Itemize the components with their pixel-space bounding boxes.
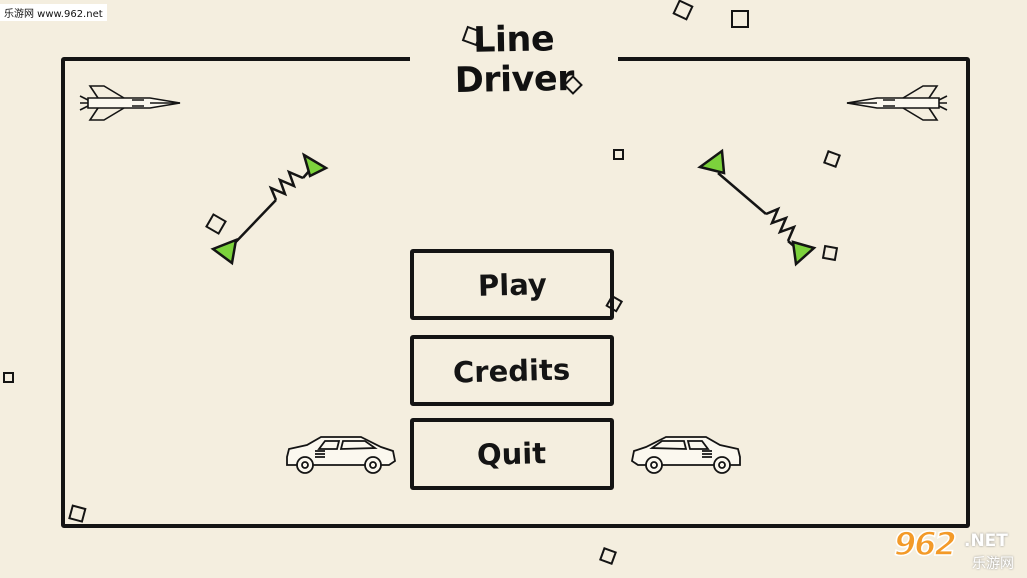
quit-button-label: Quit bbox=[477, 436, 547, 472]
spring-launcher-icon bbox=[697, 148, 817, 267]
square-particle-icon bbox=[731, 10, 749, 28]
watermark-logo-number: 962 bbox=[893, 524, 957, 564]
credits-button-label: Credits bbox=[453, 351, 571, 390]
credits-button[interactable]: Credits bbox=[410, 335, 614, 406]
play-button-label: Play bbox=[477, 266, 547, 303]
square-particle-icon bbox=[672, 0, 694, 21]
square-particle-icon bbox=[821, 244, 839, 262]
square-particles bbox=[3, 0, 841, 565]
square-particle-icon bbox=[613, 149, 624, 160]
square-particle-icon bbox=[563, 75, 583, 95]
watermark-logo-cn: 乐游网 bbox=[972, 556, 1014, 572]
spring-launcher-icon bbox=[210, 152, 329, 266]
square-particle-icon bbox=[599, 547, 617, 565]
play-button[interactable]: Play bbox=[410, 249, 614, 320]
square-particle-icon bbox=[3, 372, 14, 383]
sedan-car-icon bbox=[630, 436, 741, 474]
square-particle-icon bbox=[823, 150, 841, 168]
watermark-logo-net: .NET bbox=[964, 531, 1008, 551]
rocket-plane-icon bbox=[79, 85, 181, 121]
sedan-car-icon bbox=[286, 436, 397, 474]
rocket-plane-icon bbox=[846, 85, 948, 121]
square-particle-icon bbox=[68, 504, 87, 523]
watermark-logo: 962 .NET 乐游网 bbox=[888, 524, 1023, 574]
square-particle-icon bbox=[461, 25, 483, 47]
quit-button[interactable]: Quit bbox=[410, 418, 614, 490]
title-gap bbox=[410, 51, 618, 65]
watermark-top-left: 乐游网 www.962.net bbox=[0, 4, 107, 21]
square-particle-icon bbox=[205, 213, 227, 235]
